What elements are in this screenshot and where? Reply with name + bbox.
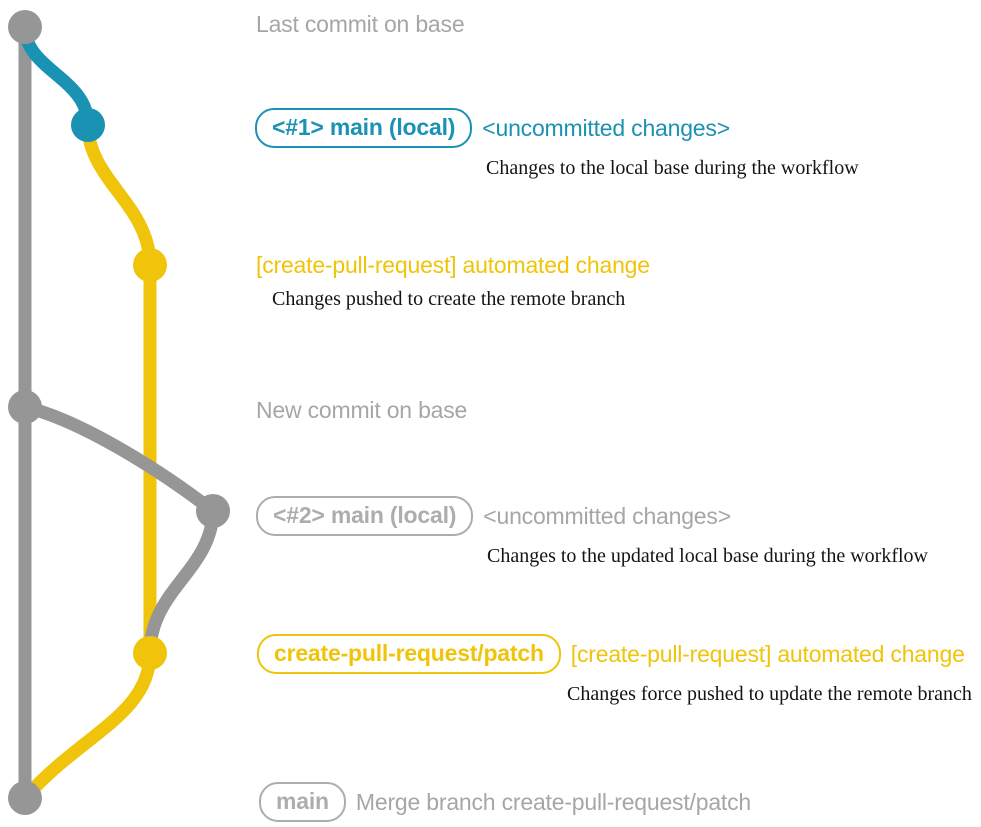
commit-row-patch-2: create-pull-request/patch [create-pull-re… xyxy=(257,634,972,706)
ref-badge-create-pull-request-patch[interactable]: create-pull-request/patch xyxy=(257,634,561,674)
edge-new-base-to-local-2 xyxy=(18,400,220,518)
commit-row-new-on-base: New commit on base xyxy=(256,397,467,423)
ref-badge-main-local-2[interactable]: <#2> main (local) xyxy=(256,496,474,536)
ref-badge-main[interactable]: main xyxy=(259,782,346,822)
commit-subject: [create-pull-request] automated change xyxy=(256,252,650,278)
commit-row-last-on-base: Last commit on base xyxy=(256,11,465,37)
commit-subject: <uncommitted changes> xyxy=(483,503,731,529)
commit-subject: Last commit on base xyxy=(256,11,465,37)
commit-node-new-on-base[interactable] xyxy=(8,390,42,424)
commit-row-local-1: <#1> main (local) <uncommitted changes> C… xyxy=(255,108,859,180)
commit-description: Changes to the local base during the wor… xyxy=(486,157,859,179)
commit-subject: <uncommitted changes> xyxy=(482,115,730,141)
edge-base-to-local-1 xyxy=(18,20,95,132)
commit-row-merge: main Merge branch create-pull-request/pat… xyxy=(259,782,751,822)
commit-subject: New commit on base xyxy=(256,397,468,423)
commit-description: Changes pushed to create the remote bran… xyxy=(272,288,626,310)
commit-description: Changes force pushed to update the remot… xyxy=(567,683,972,705)
commit-node-last-on-base[interactable] xyxy=(8,10,42,44)
commit-node-patch-2[interactable] xyxy=(133,636,167,670)
edge-patch-2-to-merge xyxy=(18,646,157,805)
commit-subject: Merge branch create-pull-request/patch xyxy=(355,789,752,815)
commit-node-patch-1[interactable] xyxy=(133,248,167,282)
ref-badge-main-local-1[interactable]: <#1> main (local) xyxy=(255,108,473,148)
commit-node-local-1[interactable] xyxy=(71,108,105,142)
commit-node-local-2[interactable] xyxy=(196,494,230,528)
commit-row-patch-1: [create-pull-request] automated change C… xyxy=(256,252,650,311)
edge-local-1-to-patch-1 xyxy=(81,118,157,272)
commit-row-local-2: <#2> main (local) <uncommitted changes> C… xyxy=(256,496,928,568)
commit-description: Changes to the updated local base during… xyxy=(487,545,928,567)
commit-node-merge[interactable] xyxy=(8,781,42,815)
commit-subject: [create-pull-request] automated change xyxy=(570,641,965,667)
edge-local-2-to-patch-2 xyxy=(143,504,220,660)
